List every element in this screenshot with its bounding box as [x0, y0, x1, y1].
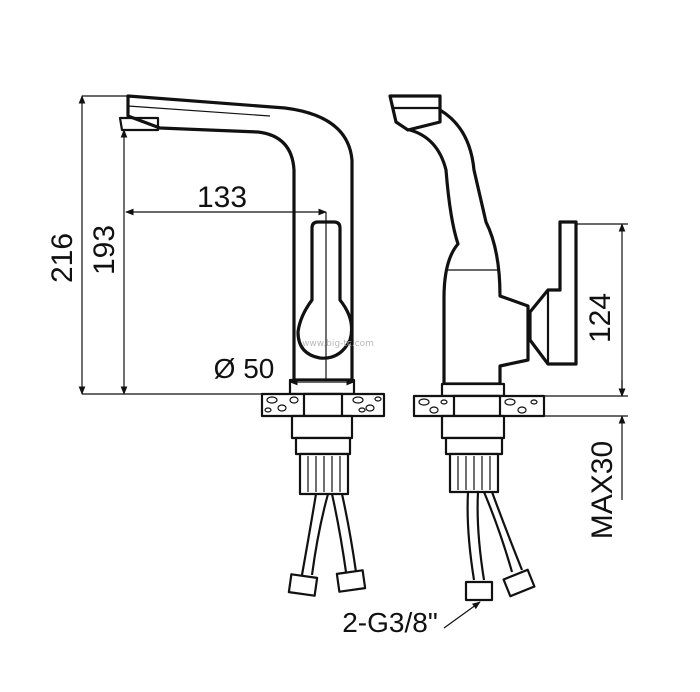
watermark: www.big-tc.com — [302, 339, 374, 349]
dimension-lines-left — [78, 95, 355, 395]
dim-deck-thickness-label: MAX30 — [586, 441, 619, 539]
dim-total-height-label: 216 — [46, 233, 79, 283]
side-view — [388, 94, 578, 602]
dim-handle-height-label: 124 — [584, 293, 617, 343]
dim-base-diameter-label: Ø 50 — [214, 353, 275, 384]
front-view — [118, 94, 386, 597]
dim-spout-reach-label: 133 — [197, 181, 247, 214]
dimension-lines-right — [443, 223, 628, 629]
dim-hose-connection-label: 2-G3/8" — [342, 607, 438, 638]
dim-spout-height-label: 193 — [88, 225, 121, 275]
